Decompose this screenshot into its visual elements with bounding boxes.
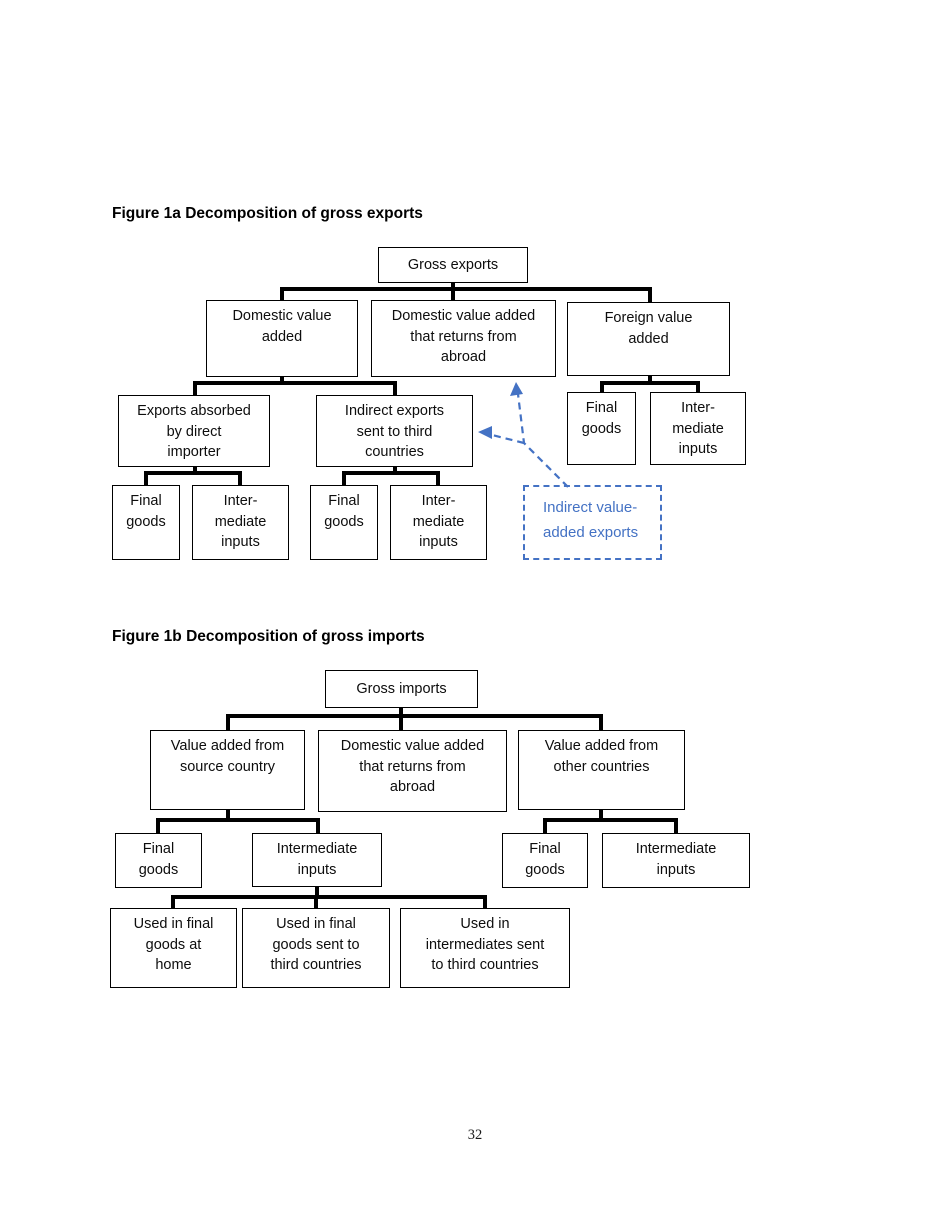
figure-1a-title: Figure 1a Decomposition of gross exports (112, 205, 423, 222)
node-used-intermediates-third: Used in intermediates sent to third coun… (400, 908, 570, 988)
node-exports-absorbed: Exports absorbed by direct importer (118, 395, 270, 467)
connector-1b-intermediate-riser (315, 887, 319, 899)
connector-1a-fva-drop-right (696, 381, 700, 392)
connector-1a-root-riser (451, 283, 455, 300)
connector-1b-other-rail (543, 818, 678, 822)
node-other-intermediate-inputs: Intermediate inputs (602, 833, 750, 888)
node-foreign-value-added: Foreign value added (567, 302, 730, 376)
connector-1b-level2-drop-left (226, 714, 230, 730)
connector-1a-absorbed-drop-right (238, 471, 242, 485)
page-number: 32 (467, 1127, 483, 1143)
connector-1b-source-drop-left (156, 818, 160, 833)
connector-1a-fva-drop-left (600, 381, 604, 392)
connector-1b-other-drop-right (674, 818, 678, 833)
connector-1b-source-rail (156, 818, 320, 822)
connector-1a-dva-drop-left (193, 381, 197, 395)
node-used-final-third: Used in final goods sent to third countr… (242, 908, 390, 988)
connector-1b-used-rail (171, 895, 487, 899)
node-used-final-home: Used in final goods at home (110, 908, 237, 988)
connector-1b-level2-rail (226, 714, 603, 718)
connector-1b-source-drop-right (316, 818, 320, 833)
connector-1a-absorbed-drop-left (144, 471, 148, 485)
connector-1a-indirect-rail (342, 471, 440, 475)
node-indirect-intermediate-inputs: Inter- mediate inputs (390, 485, 487, 560)
node-dva-returns-abroad-imports: Domestic value added that returns from a… (318, 730, 507, 812)
node-indirect-final-goods: Final goods (310, 485, 378, 560)
connector-1a-indirect-drop-left (342, 471, 346, 485)
connector-1b-level2-drop-right (599, 714, 603, 730)
node-dva-returns-abroad-exports: Domestic value added that returns from a… (371, 300, 556, 377)
node-gross-imports: Gross imports (325, 670, 478, 708)
node-va-from-source: Value added from source country (150, 730, 305, 810)
connector-1a-dva-rail (193, 381, 397, 385)
connector-1b-used-drop-left (171, 895, 175, 908)
annotation-indirect-va-exports: Indirect value- added exports (523, 485, 662, 560)
node-va-from-other: Value added from other countries (518, 730, 685, 810)
connector-1a-fva-rail (600, 381, 700, 385)
connector-1b-root-riser (399, 708, 403, 730)
connector-1a-level2-drop-left (280, 287, 284, 300)
connector-1b-used-drop-right (483, 895, 487, 908)
connector-1b-other-riser (599, 810, 603, 822)
node-fva-intermediate-inputs: Inter- mediate inputs (650, 392, 746, 465)
node-indirect-exports: Indirect exports sent to third countries (316, 395, 473, 467)
node-source-intermediate-inputs: Intermediate inputs (252, 833, 382, 887)
node-other-final-goods: Final goods (502, 833, 588, 888)
node-gross-exports: Gross exports (378, 247, 528, 283)
connector-1a-indirect-drop-right (436, 471, 440, 485)
arrowhead-left-icon (478, 426, 492, 439)
figure-1b-title: Figure 1b Decomposition of gross imports (112, 628, 425, 645)
arrowhead-up-icon (510, 382, 523, 396)
connector-1b-used-drop-middle (314, 895, 318, 908)
node-domestic-value-added: Domestic value added (206, 300, 358, 377)
connector-1b-other-drop-left (543, 818, 547, 833)
node-source-final-goods: Final goods (115, 833, 202, 888)
dashed-arrow-line-left (491, 433, 525, 445)
connector-1a-level2-drop-right (648, 287, 652, 302)
node-absorbed-final-goods: Final goods (112, 485, 180, 560)
connector-1a-absorbed-rail (144, 471, 242, 475)
node-fva-final-goods: Final goods (567, 392, 636, 465)
connector-1a-dva-drop-right (393, 381, 397, 395)
connector-1a-fva-riser (648, 376, 652, 385)
dashed-arrow-line-up (516, 393, 569, 488)
node-absorbed-intermediate-inputs: Inter- mediate inputs (192, 485, 289, 560)
connector-1a-level2-rail (280, 287, 652, 291)
connector-1b-source-riser (226, 810, 230, 822)
